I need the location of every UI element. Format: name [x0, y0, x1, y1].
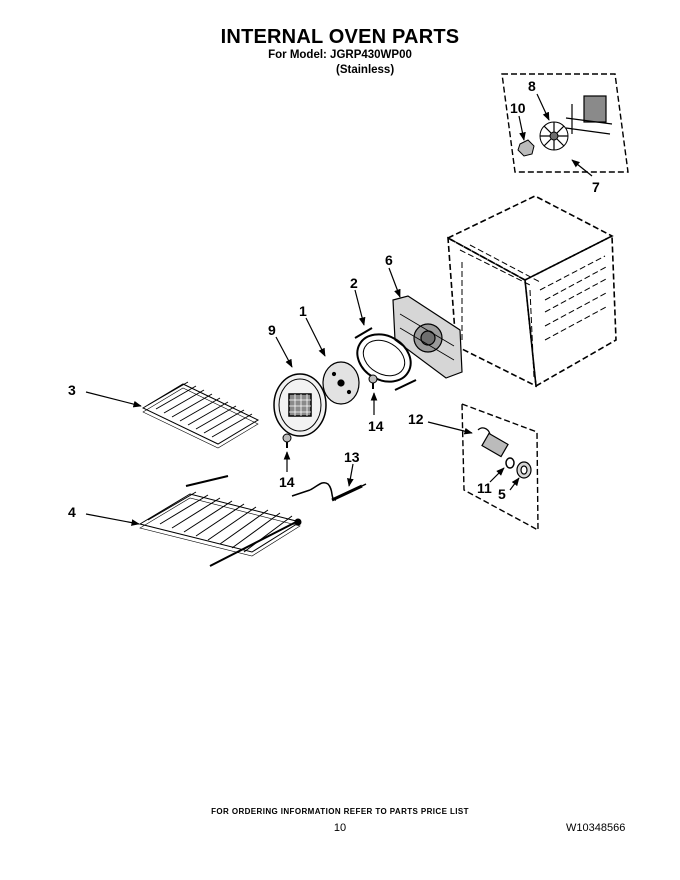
convection-motor-group: [501, 73, 629, 173]
convection-back-panel: [392, 295, 463, 379]
fan-blade: [322, 361, 360, 405]
callout-13: 13: [344, 449, 360, 465]
document-number: W10348566: [566, 822, 626, 834]
motor-bracket: [565, 95, 613, 135]
light-socket: [477, 427, 509, 458]
fan-cover: [273, 373, 327, 437]
callout-3: 3: [68, 382, 76, 398]
callout-5: 5: [498, 486, 506, 502]
temperature-sensor: [291, 481, 367, 502]
callout-4: 4: [68, 504, 76, 520]
screw-left: [282, 433, 292, 448]
leader-lines: [85, 93, 593, 526]
ordering-note: FOR ORDERING INFORMATION REFER TO PARTS …: [211, 807, 469, 816]
extension-rack: [138, 475, 302, 567]
callout-14-right: 14: [368, 418, 384, 434]
light-assembly-group: [461, 402, 539, 532]
oven-cavity: [446, 195, 617, 388]
screw-right: [368, 374, 378, 389]
callout-1: 1: [299, 303, 307, 319]
callout-10: 10: [510, 100, 526, 116]
page-title: INTERNAL OVEN PARTS: [220, 26, 460, 48]
convection-fan-blade: [539, 121, 569, 151]
callout-7: 7: [592, 179, 600, 195]
callout-2: 2: [350, 275, 358, 291]
callout-9: 9: [268, 322, 276, 338]
callout-11: 11: [477, 480, 492, 496]
callout-14-left: 14: [279, 474, 295, 490]
callout-6: 6: [385, 252, 393, 268]
page-number: 10: [333, 822, 347, 834]
nut: [517, 139, 535, 157]
oven-rack: [141, 381, 260, 449]
callout-8: 8: [528, 78, 536, 94]
light-gasket: [505, 457, 515, 469]
finish-line: (Stainless): [336, 64, 395, 76]
callout-12: 12: [408, 411, 424, 427]
model-line: For Model: JGRP430WP00: [268, 49, 412, 61]
light-lens: [516, 461, 532, 479]
